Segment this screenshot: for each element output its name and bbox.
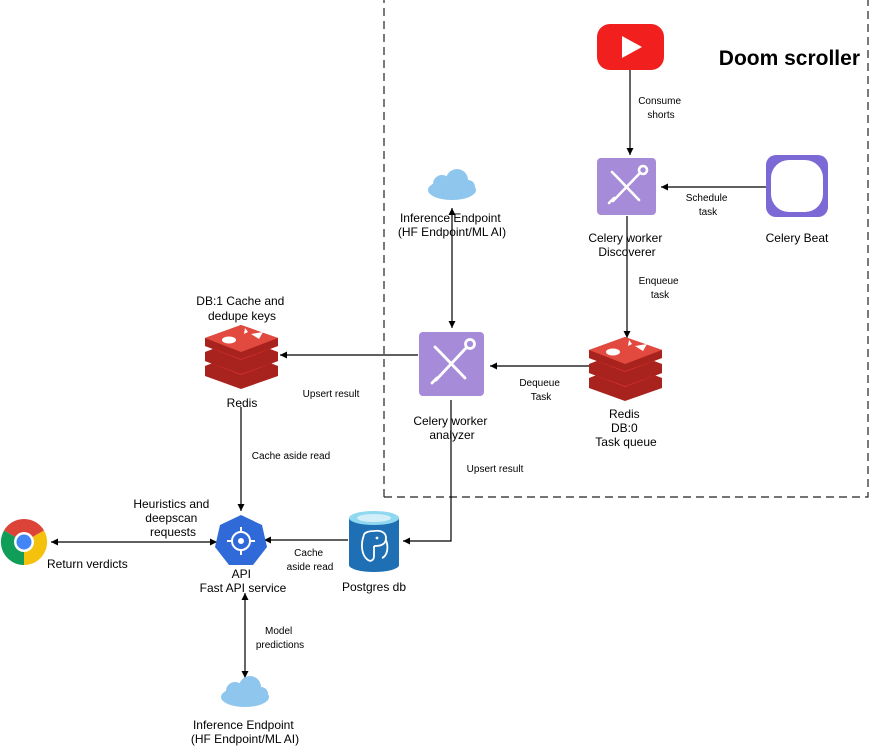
celery-discoverer-label: Celery worker Discoverer — [588, 231, 665, 259]
celery-beat-icon — [766, 155, 828, 217]
postgres-node[interactable]: Postgres db — [342, 511, 406, 594]
redis-icon — [589, 337, 662, 401]
cloud-icon — [428, 169, 476, 200]
edge-label-dequeue-task: Dequeue Task — [519, 378, 562, 403]
celery-discoverer-node[interactable]: Celery worker Discoverer — [588, 158, 665, 259]
redis-queue-label: Redis DB:0 Task queue — [595, 407, 657, 449]
postgres-icon — [349, 511, 399, 572]
cloud-icon — [221, 676, 269, 707]
redis-icon — [205, 325, 278, 389]
edge-label-upsert-postgres: Upsert result — [467, 464, 524, 475]
inference-bottom-node[interactable]: Inference Endpoint (HF Endpoint/ML AI) — [191, 676, 299, 746]
edge-label-model-predictions: Model predictions — [256, 626, 304, 651]
redis-cache-header: DB:1 Cache and dedupe keys — [196, 294, 287, 323]
edge-label-heuristics: Heuristics and deepscan requests — [133, 497, 212, 539]
postgres-label: Postgres db — [342, 580, 406, 594]
inference-top-node[interactable]: Inference Endpoint (HF Endpoint/ML AI) — [398, 169, 506, 239]
edge-upsert-postgres — [403, 400, 452, 545]
celery-beat-node[interactable]: Celery Beat — [766, 155, 829, 245]
doom-scroller-boundary — [383, 0, 869, 498]
api-node[interactable]: API Fast API service — [200, 515, 287, 595]
tools-icon — [597, 158, 656, 215]
chrome-node[interactable]: Return verdicts — [0, 518, 128, 571]
celery-analyzer-node[interactable]: Celery worker analyzer — [413, 332, 490, 442]
redis-queue-node[interactable]: Redis DB:0 Task queue — [589, 337, 662, 449]
edge-label-upsert-redis: Upsert result — [303, 389, 360, 400]
doom-scroller-title: Doom scroller — [719, 47, 860, 70]
redis-cache-node[interactable]: DB:1 Cache and dedupe keys Redis — [196, 294, 287, 410]
edge-label-consume-shorts: Consume shorts — [638, 96, 684, 121]
chrome-label: Return verdicts — [47, 557, 128, 571]
edges — [51, 70, 766, 678]
youtube-node[interactable] — [597, 24, 664, 70]
tools-icon — [419, 332, 484, 396]
celery-beat-label: Celery Beat — [766, 231, 829, 245]
celery-analyzer-label: Celery worker analyzer — [413, 414, 490, 442]
edge-labels: Consume shorts Schedule task Enqueue tas… — [133, 96, 730, 651]
api-label: API Fast API service — [200, 567, 287, 595]
edge-label-enqueue-task: Enqueue task — [639, 276, 682, 301]
edge-label-schedule-task: Schedule task — [686, 193, 730, 218]
inference-top-label: Inference Endpoint (HF Endpoint/ML AI) — [398, 211, 506, 239]
fastapi-icon — [215, 515, 267, 565]
edge-label-cache-aside-redis: Cache aside read — [252, 451, 330, 462]
edge-label-cache-aside-postgres: Cache aside read — [287, 548, 334, 573]
redis-cache-label: Redis — [227, 396, 258, 410]
inference-bottom-label: Inference Endpoint (HF Endpoint/ML AI) — [191, 718, 299, 746]
youtube-icon — [597, 24, 664, 70]
chrome-icon — [0, 518, 48, 566]
